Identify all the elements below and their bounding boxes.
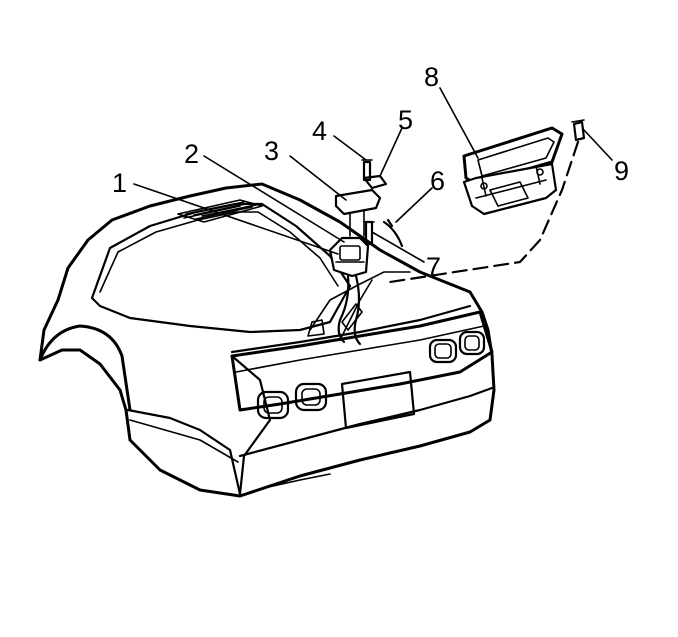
callout-9: 9 xyxy=(614,156,629,186)
callout-8: 8 xyxy=(424,62,439,92)
callout-1: 1 xyxy=(112,168,127,198)
car-rear-body xyxy=(38,182,496,498)
latch-cable-assembly xyxy=(328,159,404,346)
tail-lamps-left xyxy=(256,382,328,420)
defrost-grid xyxy=(177,199,263,223)
leader-lines xyxy=(133,87,613,263)
callout-4: 4 xyxy=(312,116,327,146)
alignment-dashed-line xyxy=(388,140,580,284)
bolt-9 xyxy=(571,119,586,142)
callout-7: 7 xyxy=(426,252,441,282)
lid-cover-assembly xyxy=(462,126,564,216)
callout-6: 6 xyxy=(430,166,445,196)
callout-3: 3 xyxy=(264,136,279,166)
callout-5: 5 xyxy=(398,105,413,135)
license-plate-pocket xyxy=(340,370,416,430)
callout-2: 2 xyxy=(184,139,199,169)
tail-lamps-right xyxy=(428,330,486,364)
